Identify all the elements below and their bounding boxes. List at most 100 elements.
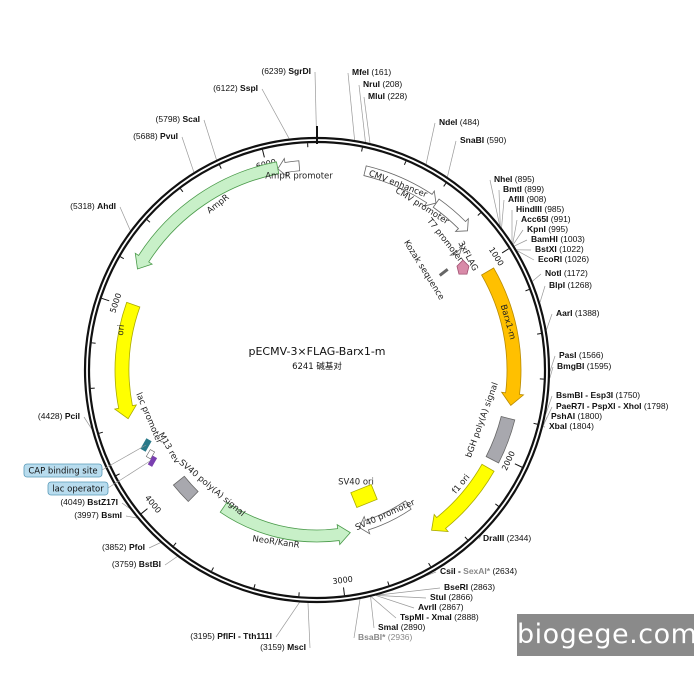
t7-promoter-feature [449, 243, 464, 256]
restriction-site-label: (5798) ScaI [156, 114, 200, 124]
lac-operator-feature [147, 455, 158, 467]
plasmid-backbone [83, 126, 551, 604]
feature-label: Kozak sequence [401, 239, 446, 302]
site-leader-line [347, 72, 355, 141]
restriction-site-label: PasI (1566) [559, 350, 604, 360]
restriction-site-label: Acc65I (991) [521, 214, 571, 224]
site-leader-line [549, 366, 554, 379]
site-leader-line [203, 119, 217, 160]
tick-mark [173, 542, 177, 547]
feature-label: ori [116, 324, 127, 336]
restriction-site-label: MfeI (161) [352, 67, 391, 77]
plasmid-size: 6241 碱基对 [292, 361, 342, 372]
restriction-site-label: (6239) SgrDI [261, 66, 311, 76]
restriction-site-label: BseRI (2863) [444, 582, 495, 592]
restriction-site-label: BsmBI - Esp3I (1750) [556, 390, 640, 400]
site-leader-line [539, 285, 546, 303]
site-leader-line [542, 416, 548, 426]
restriction-site-label: (3195) PflFI - Tth111I [190, 631, 272, 641]
restriction-site-label: (3159) MscI [260, 642, 306, 652]
tick-mark [146, 219, 151, 223]
restriction-site-label: BamHI (1003) [531, 234, 585, 244]
cmv-enhancer-feature [363, 165, 437, 207]
site-leader-line [514, 239, 528, 247]
plasmid-title: pECMV-3×FLAG-Barx1-m [248, 345, 385, 358]
restriction-site-label: (5318) AhdI [70, 201, 116, 211]
tick-mark [140, 508, 148, 515]
site-leader-line [498, 189, 501, 227]
tick-mark [533, 422, 538, 425]
tick-mark [361, 147, 363, 152]
site-leader-line [545, 395, 553, 415]
restriction-site-label: DraIII (2344) [483, 533, 531, 543]
site-leader-line [532, 273, 542, 282]
tick-mark [98, 431, 103, 434]
tick-label: 4000 [143, 493, 163, 514]
tick-mark [120, 256, 125, 260]
site-leader-line [426, 571, 437, 576]
restriction-site-label: HindIII (985) [516, 204, 564, 214]
tick-mark [537, 333, 542, 335]
site-leader-line [181, 136, 195, 173]
site-leader-line [375, 595, 415, 609]
site-leader-line [546, 313, 553, 330]
restriction-site-label: AarI (1388) [556, 308, 600, 318]
restriction-site-label: StuI (2866) [430, 592, 473, 602]
tick-mark [101, 297, 110, 302]
restriction-site-label: BmtI (899) [503, 184, 544, 194]
restriction-site-label: NheI (895) [494, 174, 535, 184]
site-leader-line [376, 587, 441, 596]
ori-feature [113, 301, 141, 420]
callout-leader [107, 460, 151, 489]
callout-label: lac operator [52, 485, 104, 495]
site-leader-line [425, 122, 436, 165]
site-leader-line [363, 96, 371, 144]
tick-mark [219, 164, 222, 169]
restriction-site-label: BstXI (1022) [535, 244, 584, 254]
site-leader-lines [83, 71, 556, 649]
restriction-site-label: (4049) BstZ17I [60, 497, 118, 507]
3xflag-feature [456, 259, 470, 275]
tick-mark [253, 584, 256, 589]
restriction-site-label: (5688) PvuI [133, 131, 178, 141]
ampr-feature [134, 161, 280, 270]
sv40-ori-feature [350, 483, 378, 509]
watermark-logo: biogege.com [517, 614, 697, 656]
restriction-site-label: MluI (228) [368, 91, 407, 101]
restriction-site-label: (3997) BsmI [74, 510, 122, 520]
restriction-site-label: BsaBI* (2936) [358, 632, 413, 642]
restriction-site-label: AvrII (2867) [418, 602, 464, 612]
site-leader-line [358, 84, 366, 143]
site-leader-line [119, 206, 131, 231]
tick-label: 5000 [108, 292, 123, 314]
site-leader-line [478, 535, 482, 540]
restriction-site-label: (6122) SspI [213, 83, 258, 93]
restriction-site-labels: (6239) SgrDI(6122) SspI (5798) ScaI (5688)… [38, 66, 669, 652]
callout-label: CAP binding site [28, 467, 97, 477]
tick-mark [495, 503, 499, 507]
feature-label: M13 rev [156, 431, 182, 466]
tick-mark [428, 562, 432, 567]
site-leader-line [370, 596, 397, 619]
feature-label: SV40 ori [338, 478, 374, 488]
restriction-site-label: PshAI (1800) [551, 411, 602, 421]
restriction-site-label: CsiI - SexAI* (2634) [440, 566, 517, 576]
tick-mark [387, 581, 390, 586]
tick-marks: 100020003000400050006000 [90, 143, 544, 597]
restriction-site-label: TspMI - XmaI (2888) [400, 612, 479, 622]
site-leader-line [516, 250, 535, 261]
restriction-site-label: PaeR7I - PspXI - XhoI (1798) [556, 401, 669, 411]
kozak-sequence-feature [438, 268, 449, 277]
tick-mark [514, 463, 523, 468]
tick-mark [501, 248, 510, 254]
restriction-site-label: (3852) PfoI [102, 542, 145, 552]
restriction-site-label: SmaI (2890) [378, 622, 425, 632]
site-leader-line [164, 556, 178, 566]
restriction-site-label: BlpI (1268) [549, 280, 592, 290]
restriction-site-label: NotI (1172) [545, 268, 588, 278]
site-leader-line [121, 502, 130, 509]
restriction-site-label: AflII (908) [508, 194, 546, 204]
cmv-promoter-feature [432, 198, 469, 232]
site-leader-line [512, 229, 524, 245]
tick-mark [464, 536, 468, 541]
